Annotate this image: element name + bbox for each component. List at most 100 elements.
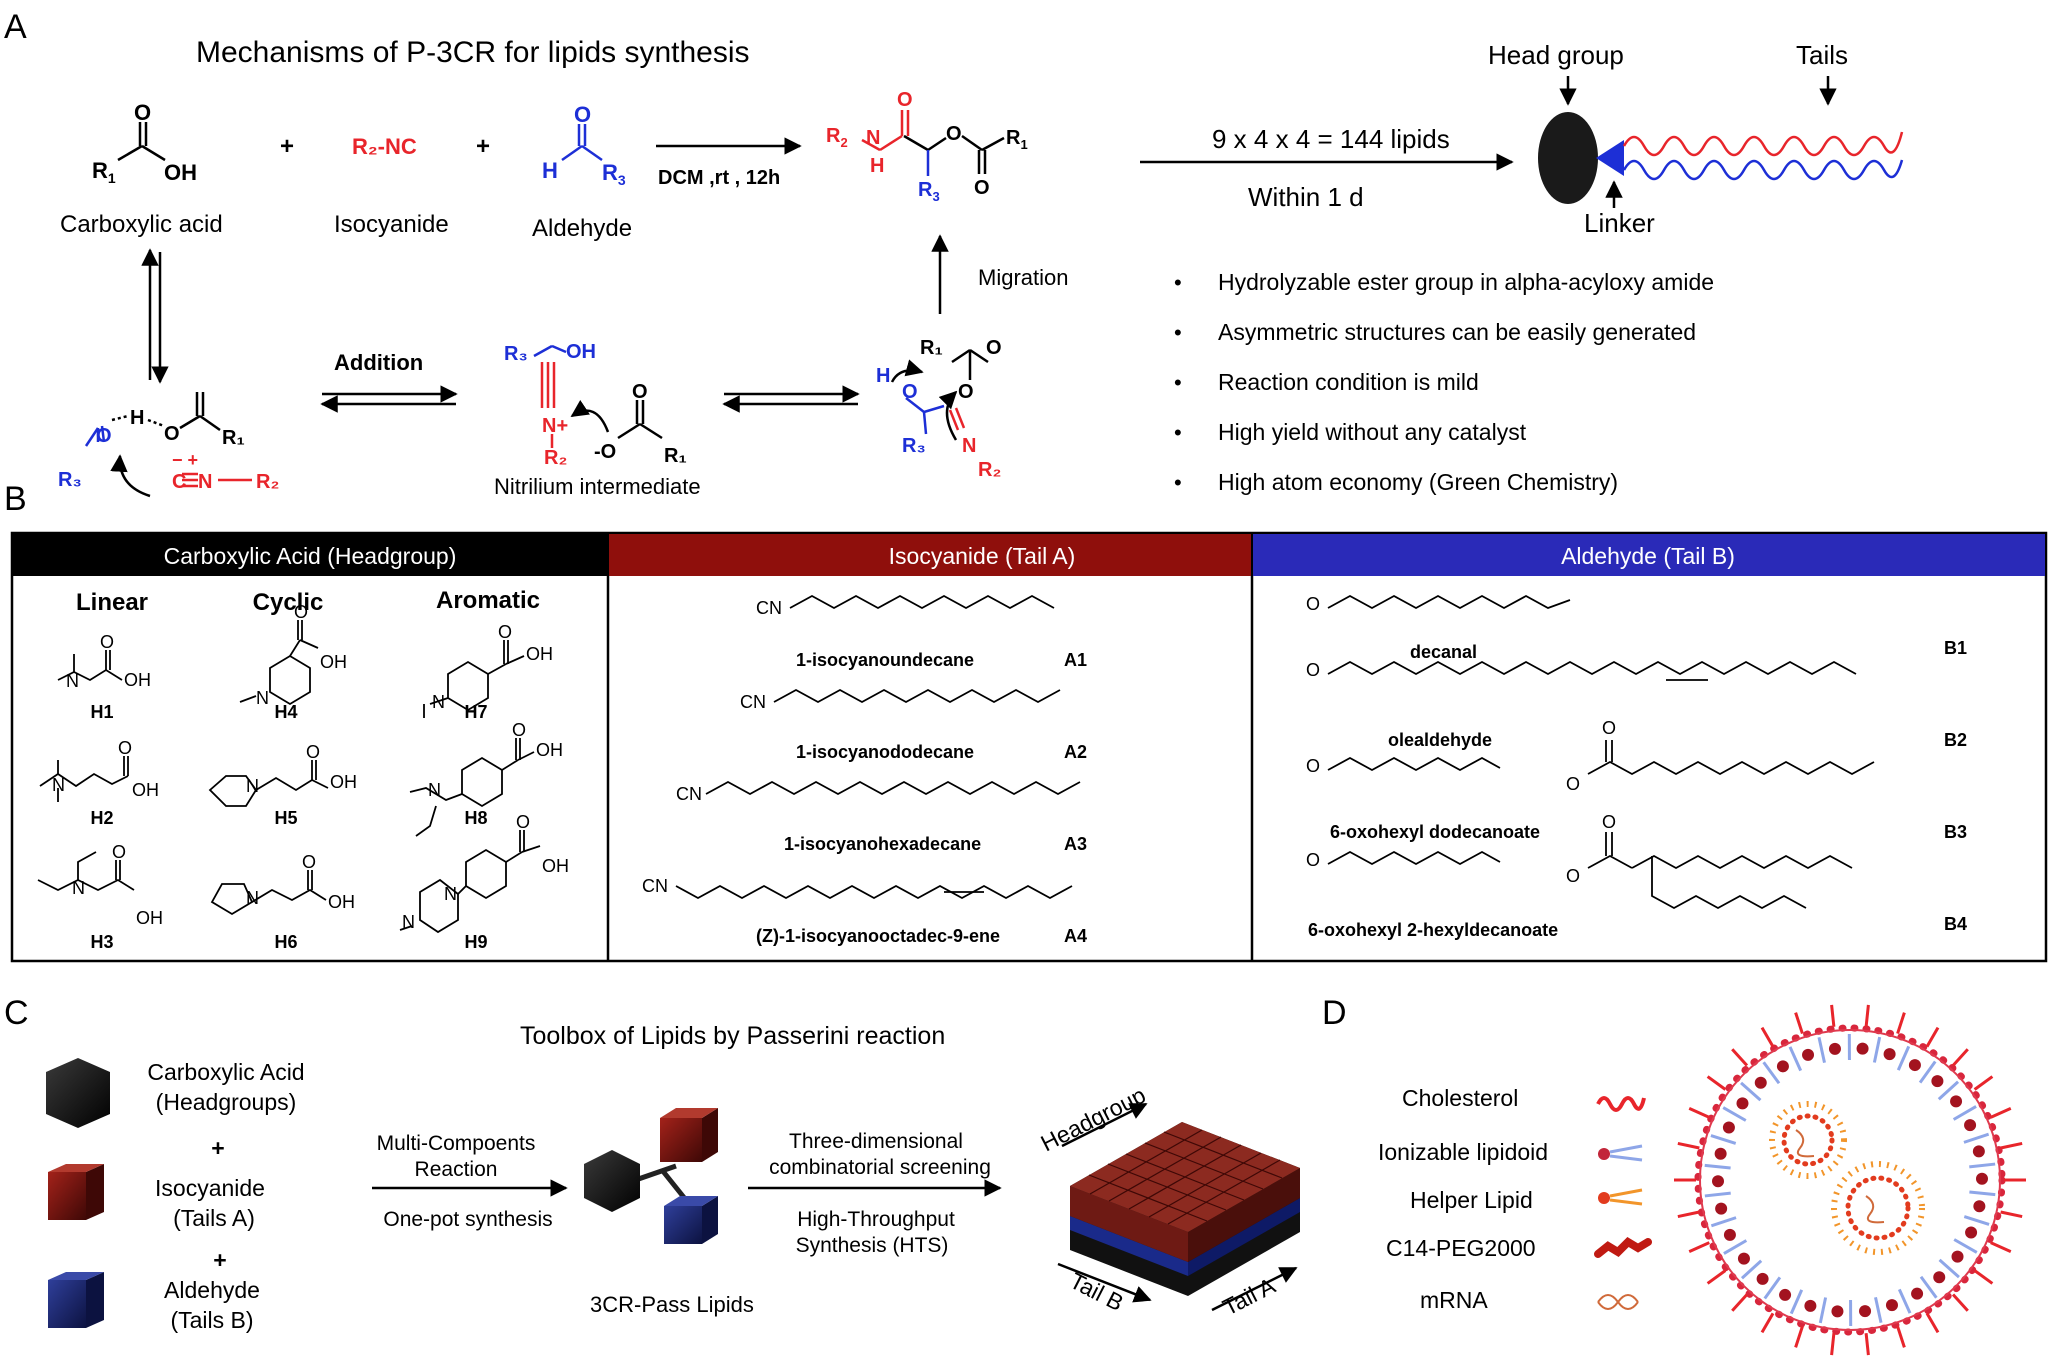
cholesterol-dot [1737,1252,1750,1265]
svg-text:One-pot synthesis: One-pot synthesis [383,1208,552,1231]
isocyanide-names: 1-isocyanoundecane A1 1-isocyanododecane… [756,650,1087,946]
svg-text:CN: CN [676,784,702,804]
ald-code-b2: B2 [1944,730,1967,750]
complex-h: H [130,407,144,429]
peg-chain [1731,1293,1749,1312]
cholesterol-dot [1736,1097,1749,1110]
nitrilium-r2: R₂ [544,447,567,469]
code-h5: H5 [274,808,297,828]
equilibrium-arrows-2 [722,385,860,413]
svg-text:+: + [213,1247,226,1273]
header-tail-a-text: Isocyanide (Tail A) [889,543,1076,569]
code-h7: H7 [464,702,487,722]
within-label: Within 1 d [1248,182,1364,212]
svg-text:N: N [246,776,259,796]
headgroup-structures [37,620,541,934]
complex-c: C [172,471,186,493]
peg-chain [1896,1012,1906,1035]
header-headgroup [13,534,607,576]
peg-chain [1864,1332,1870,1356]
cyclic-o3: O [958,381,974,403]
complex-n: N [198,471,212,493]
ald-code-b1: B1 [1944,638,1967,658]
svg-text:(Headgroups): (Headgroups) [156,1089,297,1115]
cholesterol-dot [1756,1272,1769,1285]
svg-text:OH: OH [320,652,347,672]
svg-text:(Tails A): (Tails A) [173,1205,255,1231]
tail-b-axis-label: Tail B [1066,1267,1128,1316]
lipid-tail [1817,1037,1826,1064]
lipid-tail [1938,1258,1960,1279]
tail-b-axis-arrow [1057,1262,1152,1303]
svg-text:N: N [432,692,445,712]
bullet-4: High yield without any catalyst [1218,419,1527,445]
peg-chain [1864,1004,1870,1028]
lipid-tail [1953,1238,1978,1254]
lipid-tail [1788,1046,1803,1072]
peg-chain [1990,1241,2012,1253]
equilibrium-arrows-vertical [141,248,169,384]
lipid-tail [1969,1162,1996,1169]
svg-text:O: O [1602,718,1616,738]
lipid-nanoparticle [1674,1004,2026,1356]
panel-a-title: Mechanisms of P-3CR for lipids synthesis [196,36,750,69]
lipid-tail [1919,1275,1938,1299]
acid-o: O [134,100,151,125]
reagent-cubes [46,1058,110,1328]
svg-text:OH: OH [124,670,151,690]
tail-a-axis-arrow [1211,1266,1298,1312]
lipid-tail [1789,1289,1804,1315]
nitrilium-oh: OH [566,341,596,363]
product-r2: R2 [826,125,848,150]
peg-chain [1830,1332,1836,1356]
aldehyde-label: Aldehyde [532,215,632,242]
lipid-tail [1918,1060,1937,1084]
legend-icons [1594,1096,1652,1310]
code-h8: H8 [464,808,487,828]
svg-text:O: O [100,632,114,652]
cyclic-h: H [876,365,890,387]
product-carbonyl-o: O [974,177,990,199]
legend-mrna: mRNA [1420,1287,1488,1313]
peg-chain [1990,1107,2012,1119]
code-h6: H6 [274,932,297,952]
code-h9: H9 [464,932,487,952]
ald-name-b2: olealdehyde [1388,730,1492,750]
panel-a-letter: A [4,8,27,46]
lipid-tail [1952,1105,1977,1121]
lipid-tail [1710,1134,1737,1145]
complex-r1: R₁ [222,427,245,449]
cyclic-r1: R₁ [920,337,943,359]
code-h3: H3 [90,932,113,952]
legend-ionizable: Ionizable lipidoid [1378,1139,1548,1165]
header-tail-a [609,534,1251,576]
nitrilium-r1: R₁ [664,445,687,467]
cholesterol-dot [1911,1287,1924,1300]
lipid-tail [1763,1276,1782,1300]
lnp-legend: Cholesterol Ionizable lipidoid Helper Li… [1378,1085,1548,1313]
cholesterol-dot [1779,1288,1792,1301]
peg-chain [1731,1048,1749,1067]
cyclic-o2: O [902,381,918,403]
lipid-count-equation: 9 x 4 x 4 = 144 lipids [1212,124,1450,154]
svg-text:•: • [1174,420,1182,445]
peg-chain [1706,1269,1727,1285]
iso-name-a1: 1-isocyanoundecane [796,650,974,670]
cholesterol-dot [1856,1042,1869,1055]
subheader-linear: Linear [76,589,148,616]
peg-chain [1794,1325,1804,1348]
lipid-tail [1963,1215,1990,1226]
svg-text:O: O [516,812,530,832]
iso-name-a2: 1-isocyanododecane [796,742,974,762]
bullet-2: Asymmetric structures can be easily gene… [1218,319,1696,345]
svg-text:OH: OH [330,772,357,792]
mrna-icon [1597,1294,1639,1310]
legend-cholesterol: Cholesterol [1402,1085,1518,1111]
svg-text:Carboxylic Acid: Carboxylic Acid [147,1059,304,1085]
lipid-tail [1896,1045,1911,1071]
svg-text:CN: CN [642,876,668,896]
svg-text:O: O [1566,866,1580,886]
cholesterol-dot [1973,1200,1986,1213]
iso-code-a4: A4 [1064,926,1087,946]
panel-c-letter: C [4,994,29,1032]
